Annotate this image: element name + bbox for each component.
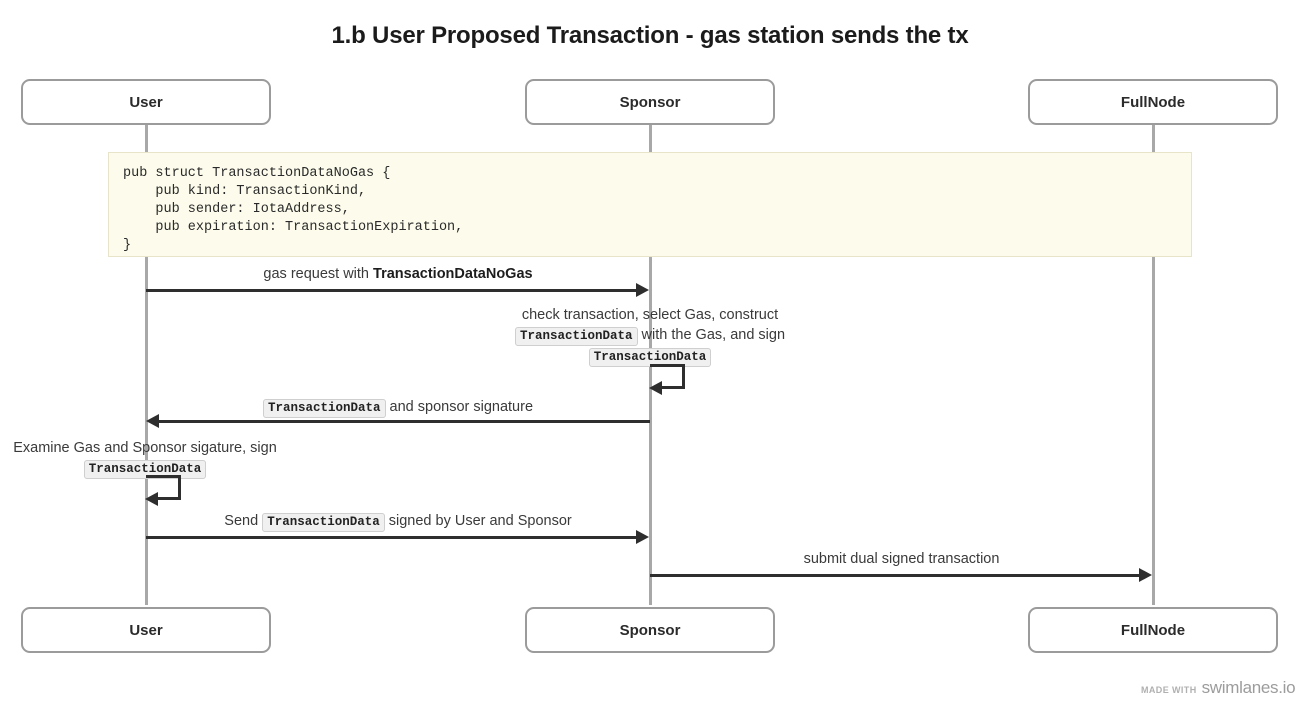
label-text: Send (224, 513, 263, 529)
self-loop-sponsor (649, 364, 690, 395)
participant-label: FullNode (1120, 621, 1186, 639)
message-sponsor-self-sign[interactable]: check transaction, select Gas, construct… (0, 306, 1300, 395)
arrowhead-right-icon (636, 530, 649, 544)
message-line (146, 289, 638, 292)
label-text: signed by User and Sponsor (384, 513, 572, 529)
self-loop-bottom-segment (660, 386, 685, 389)
label-line-1: Examine Gas and Sponsor sigature, sign (0, 439, 395, 458)
label-line-3: TransactionData (400, 347, 900, 367)
label-line-2: TransactionData (0, 459, 395, 479)
participant-sponsor-bottom[interactable]: Sponsor (525, 607, 775, 653)
watermark[interactable]: MADE WITH swimlanes.io (1141, 678, 1296, 698)
message-send-signed[interactable]: Send TransactionData signed by User and … (0, 512, 1300, 547)
message-gas-request[interactable]: gas request with TransactionDataNoGas (0, 265, 1300, 300)
lifeline-fullnode (1152, 125, 1155, 605)
self-loop-top-segment (146, 475, 181, 478)
message-line (650, 574, 1141, 577)
label-text: gas request with (263, 266, 374, 282)
self-loop-bottom-segment (156, 497, 181, 500)
participant-user-top[interactable]: User (21, 79, 271, 125)
watermark-made-with: MADE WITH (1141, 685, 1197, 695)
label-bold-term: TransactionDataNoGas (373, 266, 533, 282)
code-transactiondata: TransactionData (262, 513, 385, 532)
self-loop-right-segment (178, 475, 181, 500)
participant-fullnode-bottom[interactable]: FullNode (1028, 607, 1278, 653)
arrowhead-left-icon (146, 414, 159, 428)
label-text: check transaction, select Gas, construct (521, 307, 779, 323)
note-transactiondatanogas: pub struct TransactionDataNoGas { pub ki… (108, 152, 1192, 257)
label-text: Examine Gas and Sponsor sigature, sign (13, 440, 277, 456)
code-transactiondata: TransactionData (83, 460, 207, 479)
participant-label: User (129, 621, 163, 639)
label-line-1: check transaction, select Gas, construct (400, 306, 900, 325)
arrowhead-right-icon (1139, 568, 1152, 582)
message-label: Examine Gas and Sponsor sigature, sign T… (0, 439, 395, 479)
message-line (146, 536, 638, 539)
message-label: submit dual signed transaction (650, 550, 1153, 569)
code-transactiondata: TransactionData (514, 327, 638, 346)
participant-label: User (129, 93, 163, 111)
message-label: gas request with TransactionDataNoGas (146, 265, 650, 284)
participant-label: Sponsor (619, 621, 681, 639)
self-loop-user (145, 475, 186, 506)
code-transactiondata: TransactionData (262, 399, 386, 418)
label-line-2: TransactionData with the Gas, and sign (400, 326, 900, 346)
arrowhead-left-icon (649, 381, 662, 395)
message-label: check transaction, select Gas, construct… (400, 306, 900, 367)
message-user-self-examine[interactable]: Examine Gas and Sponsor sigature, sign T… (0, 439, 1300, 506)
arrowhead-right-icon (636, 283, 649, 297)
watermark-brand: swimlanes.io (1201, 678, 1296, 697)
note-code-text: pub struct TransactionDataNoGas { pub ki… (123, 166, 464, 253)
participant-label: Sponsor (619, 93, 681, 111)
code-transactiondata: TransactionData (588, 348, 712, 367)
arrowhead-left-icon (145, 492, 158, 506)
label-text: with the Gas, and sign (637, 327, 786, 343)
lifeline-user (145, 125, 148, 605)
message-line (158, 420, 650, 423)
participant-label: FullNode (1120, 93, 1186, 111)
participant-sponsor-top[interactable]: Sponsor (525, 79, 775, 125)
message-return-transactiondata[interactable]: TransactionData and sponsor signature (0, 398, 1300, 433)
self-loop-right-segment (682, 364, 685, 389)
participant-user-bottom[interactable]: User (21, 607, 271, 653)
page-title: 1.b User Proposed Transaction - gas stat… (331, 22, 969, 49)
participant-fullnode-top[interactable]: FullNode (1028, 79, 1278, 125)
message-label: Send TransactionData signed by User and … (146, 512, 650, 532)
label-text: and sponsor signature (385, 399, 534, 415)
message-submit-dual-signed[interactable]: submit dual signed transaction (0, 550, 1300, 585)
label-text: submit dual signed transaction (803, 551, 1000, 567)
self-loop-top-segment (650, 364, 685, 367)
message-label: TransactionData and sponsor signature (146, 398, 650, 418)
